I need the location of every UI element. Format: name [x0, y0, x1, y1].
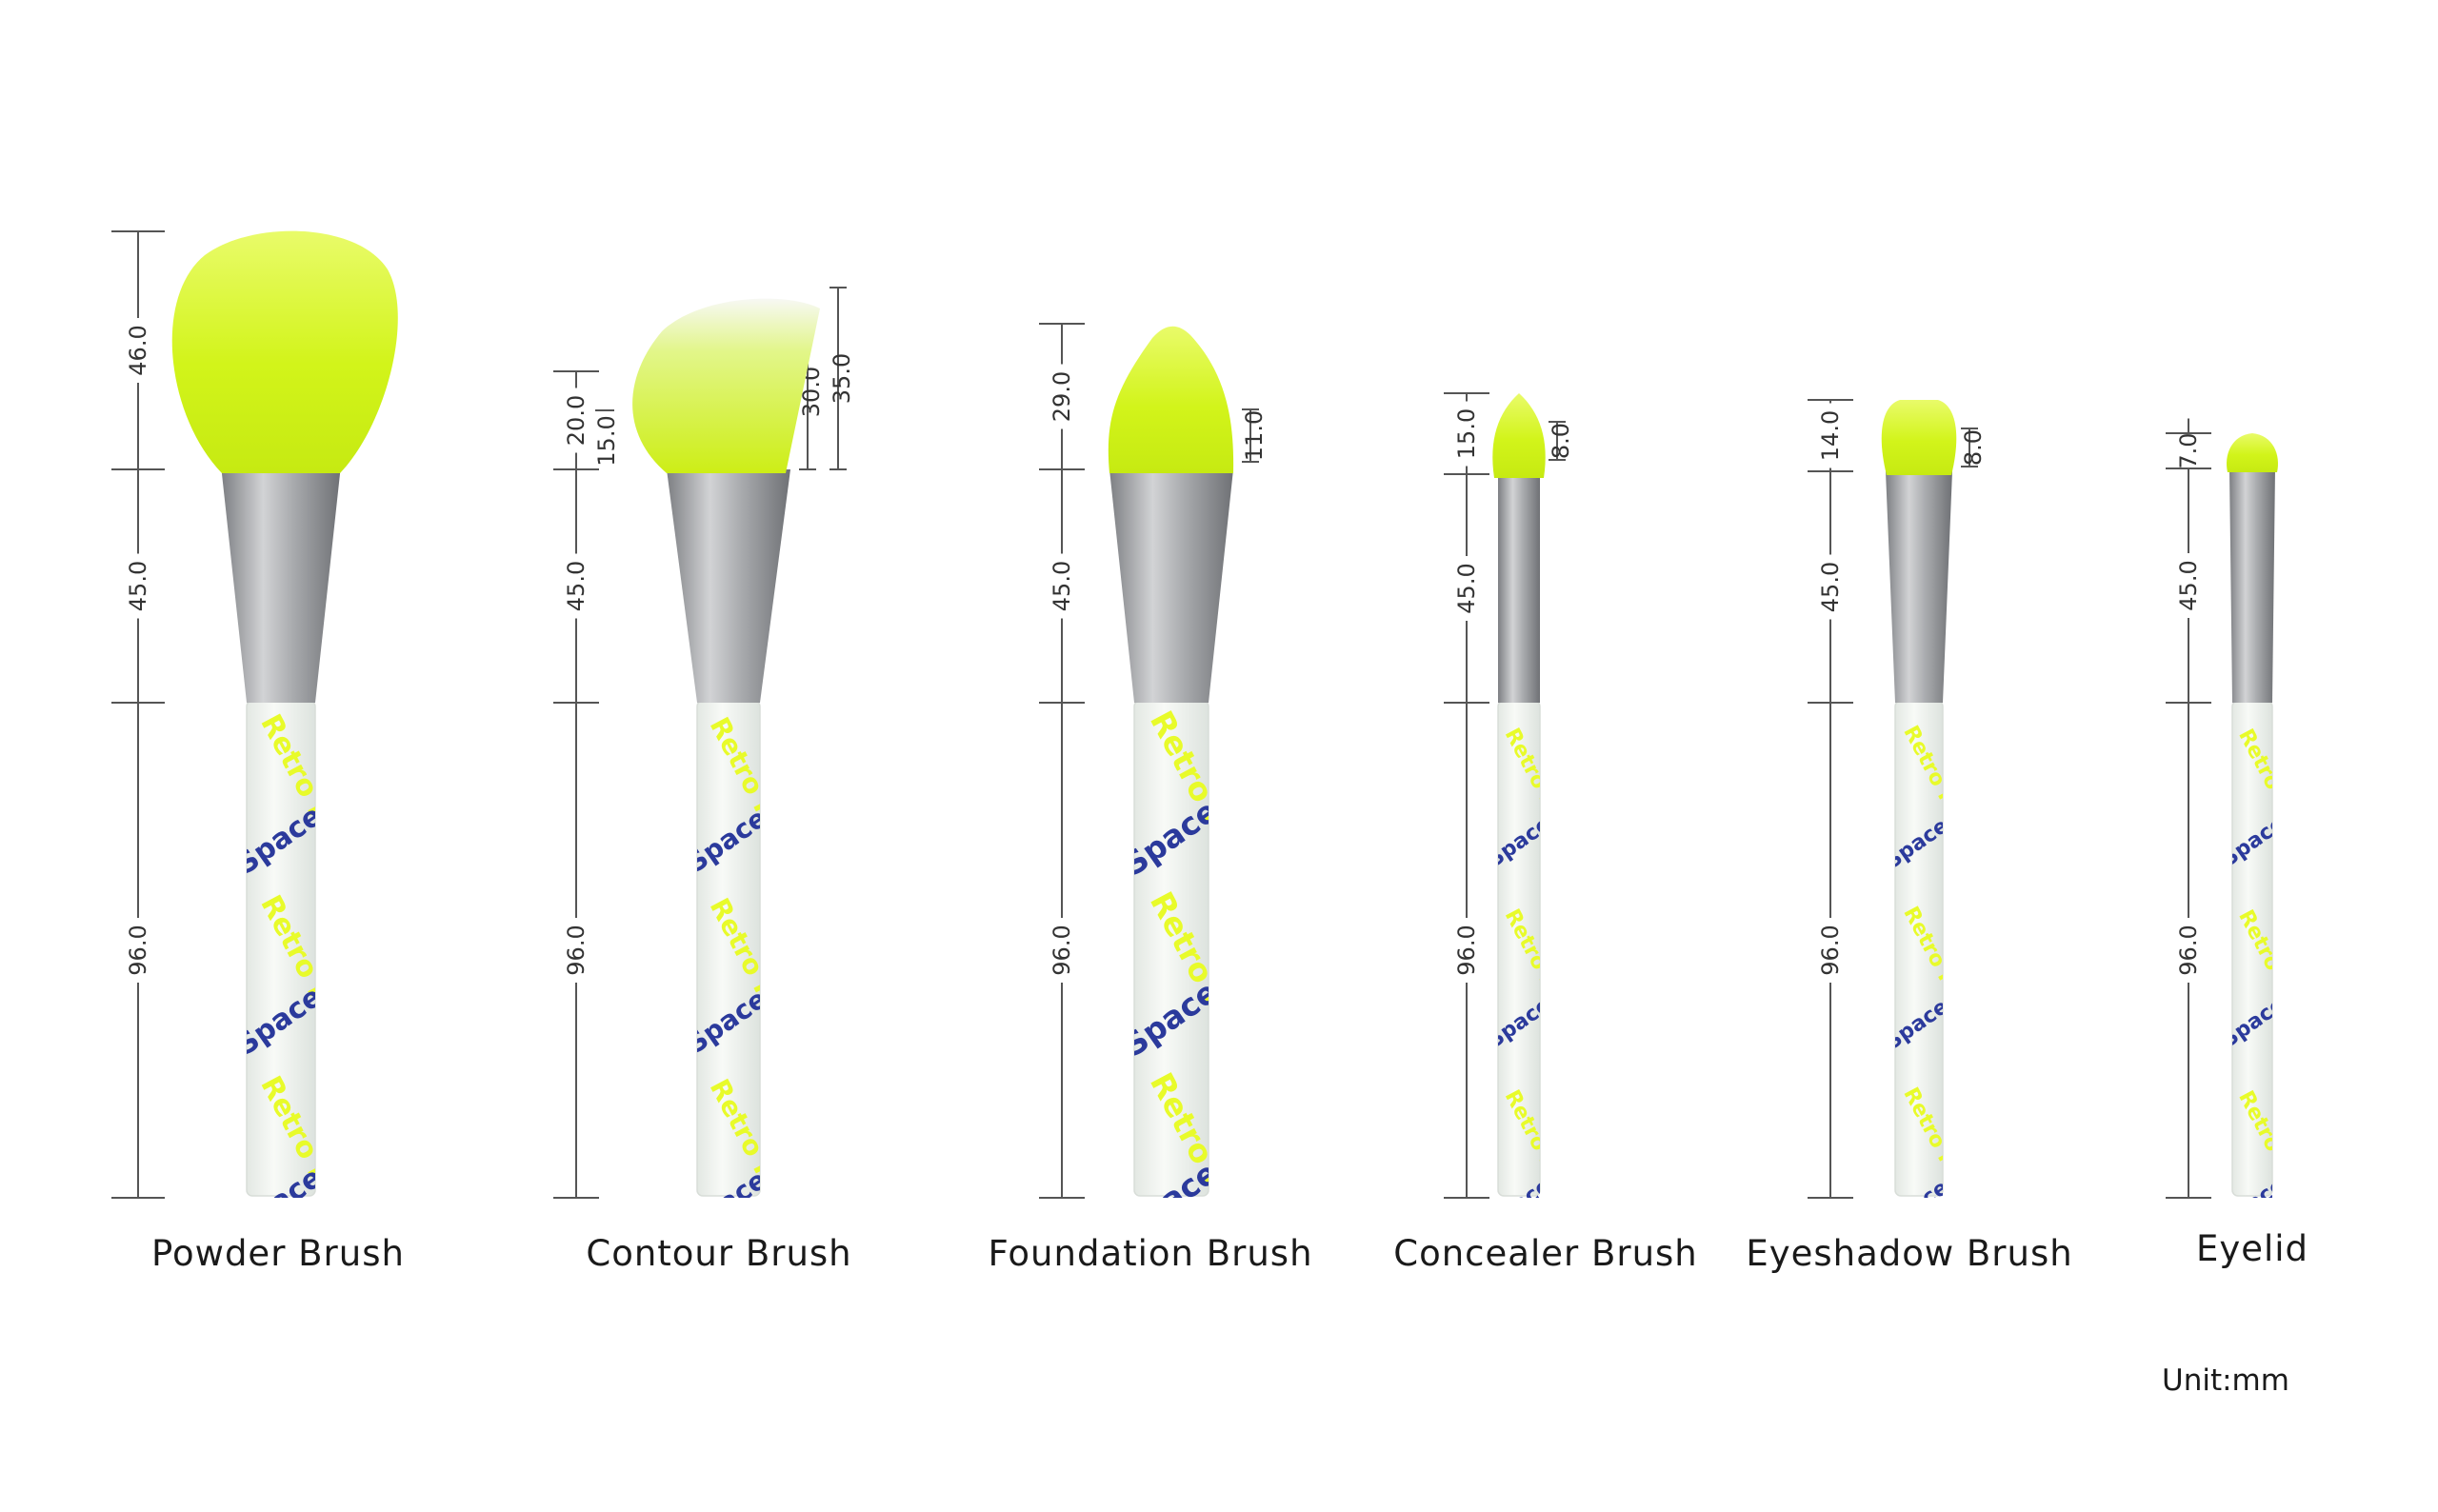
- brush-bristles: [1108, 326, 1234, 473]
- dimension-head: 29.0: [1049, 324, 1075, 469]
- dimension-right: 35.0: [829, 287, 855, 470]
- dimension-head: 46.0: [125, 231, 151, 469]
- brush-name-foundation: Foundation Brush: [988, 1233, 1313, 1274]
- dimension-ferrule: 45.0: [2175, 468, 2202, 703]
- brush-name-powder: Powder Brush: [151, 1233, 405, 1274]
- dimension-label: 45.0: [2175, 560, 2202, 610]
- dimension-ferrule: 45.0: [125, 469, 151, 703]
- brush-ferrule: [1498, 474, 1540, 703]
- dimension-handle: 96.0: [1817, 703, 1844, 1198]
- dimension-ferrule: 45.0: [563, 469, 590, 703]
- dimension-handle: 96.0: [1453, 703, 1480, 1198]
- brush-ferrule: [221, 469, 341, 703]
- dimension-label: 96.0: [563, 925, 590, 975]
- dimension-label: 8.0: [1960, 429, 1987, 466]
- dimension-label: 45.0: [563, 561, 590, 611]
- brush-name-eyelid: Eyelid: [2195, 1228, 2309, 1269]
- brush-ferrule: [1886, 471, 1952, 703]
- unit-label: Unit:mm: [2162, 1363, 2289, 1398]
- dimension-label: 96.0: [125, 925, 151, 975]
- brush-bristles: [2227, 433, 2278, 472]
- dimension-axis: 20.0 45.0 96.0 15.0: [553, 370, 620, 1199]
- dimension-label: 45.0: [1049, 561, 1075, 611]
- dimension-right: 11.0: [1241, 408, 1268, 463]
- dimension-label: 7.0: [2175, 432, 2202, 468]
- dimension-label: 45.0: [1453, 563, 1480, 613]
- dimension-handle: 96.0: [1049, 703, 1075, 1198]
- dimension-ferrule: 45.0: [1817, 471, 1844, 703]
- dimension-label: 45.0: [125, 561, 151, 611]
- dimension-label: 45.0: [1817, 562, 1844, 612]
- dimension-handle: 96.0: [563, 703, 590, 1198]
- dimension-label: 8.0: [1548, 423, 1574, 459]
- dimension-axis: 29.0 45.0 96.0: [1039, 323, 1085, 1199]
- dimension-label: 15.0: [1453, 408, 1480, 459]
- dimension-right: 8.0: [1960, 428, 1987, 468]
- dimension-label: 96.0: [1453, 925, 1480, 975]
- dimension-label: 20.0: [563, 395, 590, 446]
- dimension-axis: 7.0 45.0 96.0: [2166, 418, 2211, 1199]
- dimension-label: 96.0: [2175, 925, 2202, 975]
- brush-bristles: [171, 230, 398, 473]
- dimension-handle: 96.0: [125, 703, 151, 1198]
- dimension-label: 35.0: [829, 353, 855, 404]
- dimension-head: 15.0: [1453, 393, 1480, 474]
- brush-ferrule: [667, 469, 790, 703]
- dimension-head: 14.0: [1817, 400, 1844, 471]
- dimension-label: 46.0: [125, 325, 151, 375]
- dimension-ferrule: 45.0: [1453, 474, 1480, 703]
- dimension-handle: 96.0: [2175, 703, 2202, 1198]
- brush-bristles: [1492, 393, 1546, 478]
- brush-name-contour: Contour Brush: [586, 1233, 852, 1274]
- dimension-axis: 14.0 45.0 96.0: [1808, 399, 1853, 1199]
- dimension-head: 20.0: [563, 371, 590, 469]
- brush-bristles: [1881, 400, 1957, 475]
- dimension-head-inner: 15.0: [593, 415, 620, 466]
- brush-name-concealer: Concealer Brush: [1393, 1233, 1698, 1274]
- dimension-right: 8.0: [1548, 421, 1574, 461]
- dimension-label: 14.0: [1817, 410, 1844, 461]
- dimension-axis: 15.0 45.0 96.0: [1444, 392, 1489, 1199]
- dimension-label: 29.0: [1049, 371, 1075, 422]
- brush-bristles: [632, 298, 820, 473]
- dimension-label: 96.0: [1817, 925, 1844, 975]
- dimension-ferrule: 45.0: [1049, 469, 1075, 703]
- dimension-axis: 46.0 45.0 96.0: [111, 230, 165, 1199]
- brush-ferrule: [2229, 468, 2275, 703]
- dimension-label: 96.0: [1049, 925, 1075, 975]
- dimension-label: 11.0: [1241, 410, 1268, 461]
- brush-name-eyeshadow: Eyeshadow Brush: [1746, 1233, 2073, 1274]
- brush-ferrule: [1109, 469, 1233, 703]
